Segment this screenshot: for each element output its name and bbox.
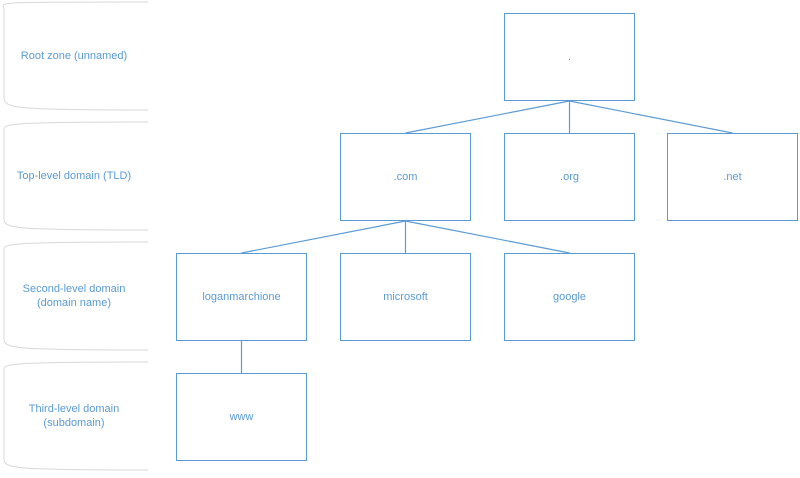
node-root: . [504,13,635,101]
edge-layer [240,100,733,373]
node-microsoft: microsoft [340,253,471,341]
edge-com-google [405,220,570,254]
node-microsoft-label: microsoft [383,291,428,303]
edge-com-loganmarchione [241,220,406,254]
level-label-root: Root zone (unnamed) [0,2,148,110]
node-org-label: .org [560,171,579,183]
level-label-tld: Top-level domain (TLD) [0,122,148,230]
level-label-second: Second-level domain (domain name) [0,242,148,350]
level-label-third: Third-level domain (subdomain) [0,362,148,470]
node-loganmarchione: loganmarchione [176,253,307,341]
level-label-line: Second-level domain [22,283,126,295]
level-band-tld [3,121,149,231]
node-net: .net [667,133,798,221]
level-label-line: Top-level domain (TLD) [16,170,132,182]
node-com-label: .com [393,171,418,183]
level-label-line: Root zone (unnamed) [20,50,128,62]
level-label-line: Third-level domain [28,403,120,415]
level-label-line: (subdomain) [43,417,105,429]
node-google-label: google [552,291,587,303]
node-google: google [504,253,635,341]
node-loganmarchione-label: loganmarchione [202,291,281,303]
node-net-label: .net [723,171,742,183]
node-root-label: . [567,51,572,63]
edge-root-com [405,100,570,134]
node-org: .org [504,133,635,221]
node-www-label: www [229,411,254,423]
level-label-line: (domain name) [37,297,111,309]
level-band-root [2,1,149,111]
node-com: .com [340,133,471,221]
node-www: www [176,373,307,461]
edge-root-net [569,100,733,134]
level-band-second [3,241,149,351]
level-band-third [3,361,149,471]
